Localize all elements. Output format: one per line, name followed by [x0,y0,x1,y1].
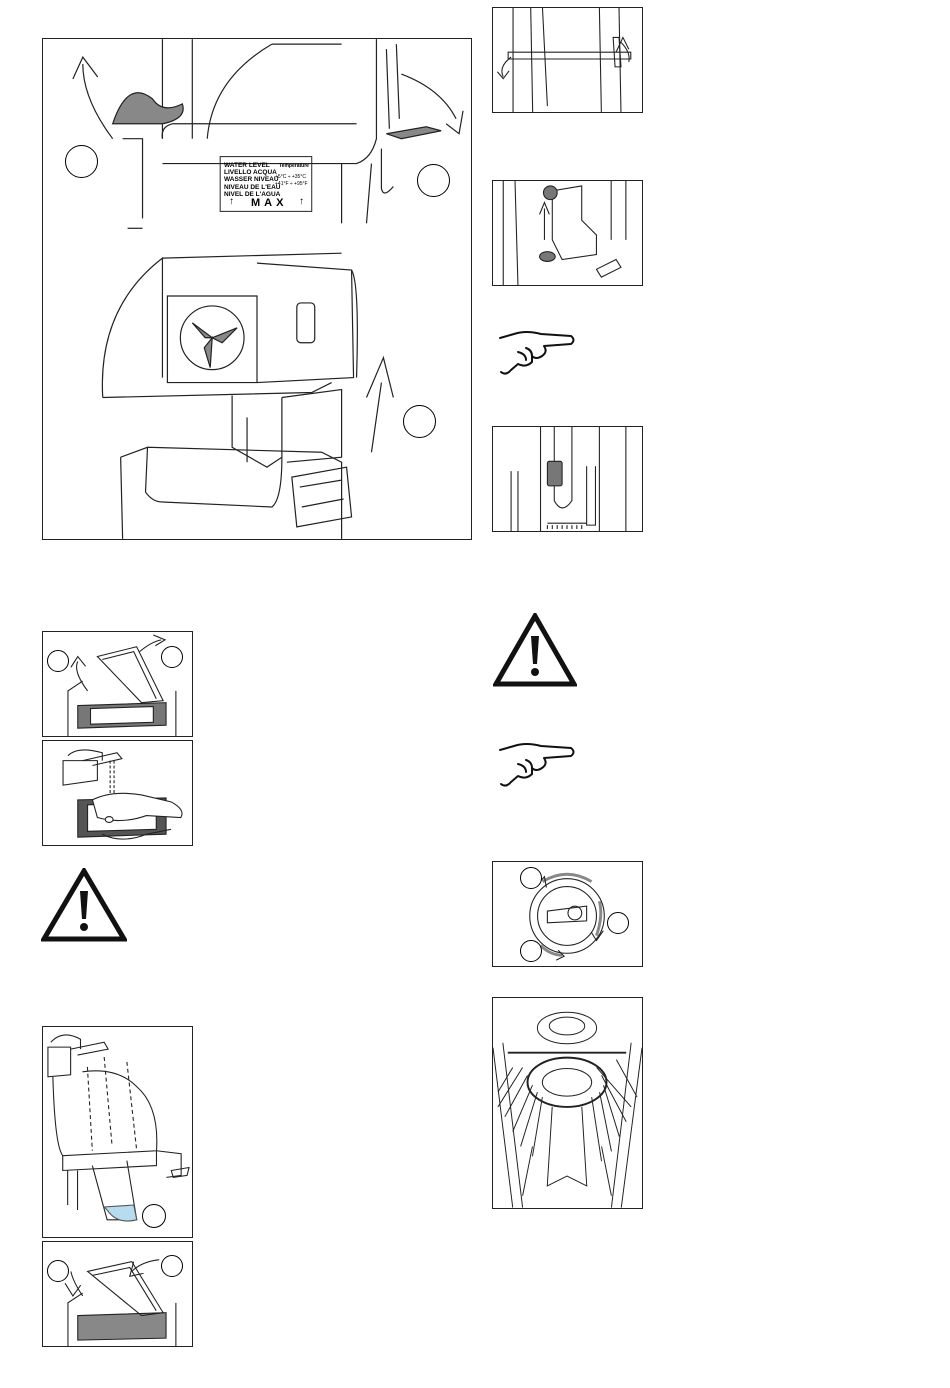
label-line-2-word: ACQUA [253,169,277,176]
lid-open-panel [42,631,193,737]
wash-filter-panel [42,740,193,846]
main-figure-drawing [43,39,471,539]
temperature-celsius: +5°C ÷ +35°C [275,174,306,180]
lid-close-panel [42,1241,193,1347]
faucet-gasket-panel [492,180,643,286]
water-fill-drawing [43,1027,192,1237]
temperature-title: Temperature [279,163,309,169]
warning-triangle-icon [41,868,127,942]
filter-rail-drawing [493,8,642,112]
water-level-label: WATER LEVEL LIVELLO ACQUA WASSER NIVEAU … [223,160,313,212]
water-level-lines: WATER LEVEL LIVELLO ACQUA WASSER NIVEAU … [224,162,280,198]
label-line-1-word: LEVEL [249,162,270,169]
tube-clamp-panel [492,426,643,532]
lid-step-circle-2 [161,646,183,668]
max-arrow-left-icon: ↑ [229,196,234,207]
brush-rotor-panel [492,997,643,1209]
wash-filter-drawing [43,741,192,845]
tube-clamp-drawing [493,427,642,531]
water-step-circle [142,1204,166,1228]
water-fill-panel [42,1026,193,1238]
label-line-3-lang: WASSER [224,176,252,183]
bayonet-disc-panel [492,861,643,967]
close-step-circle-2 [161,1255,183,1277]
max-text: MAX [251,197,287,209]
lid-step-circle-1 [47,650,69,672]
pointing-hand-icon [496,738,576,794]
warning-triangle-icon [493,613,577,687]
faucet-gasket-drawing [493,181,642,285]
step-circle-2 [417,164,450,197]
disc-step-circle-1 [520,867,542,889]
max-arrow-right-icon: ↑ [299,196,304,207]
step-circle-3 [403,405,436,438]
disc-step-circle-2 [607,912,629,934]
main-figure-panel: WATER LEVEL LIVELLO ACQUA WASSER NIVEAU … [42,38,472,540]
filter-rail-panel [492,7,643,113]
label-line-4-lang: NIVEAU DE [224,184,259,191]
label-line-2-lang: LIVELLO [224,169,251,176]
brush-rotor-drawing [493,998,642,1208]
label-line-1-lang: WATER [224,162,247,169]
pointing-hand-icon [496,326,576,382]
temperature-fahrenheit: +41°F ÷ +95°F [275,181,308,187]
disc-step-circle-3 [520,940,542,962]
step-circle-1 [65,145,98,178]
close-step-circle-1 [47,1260,69,1282]
